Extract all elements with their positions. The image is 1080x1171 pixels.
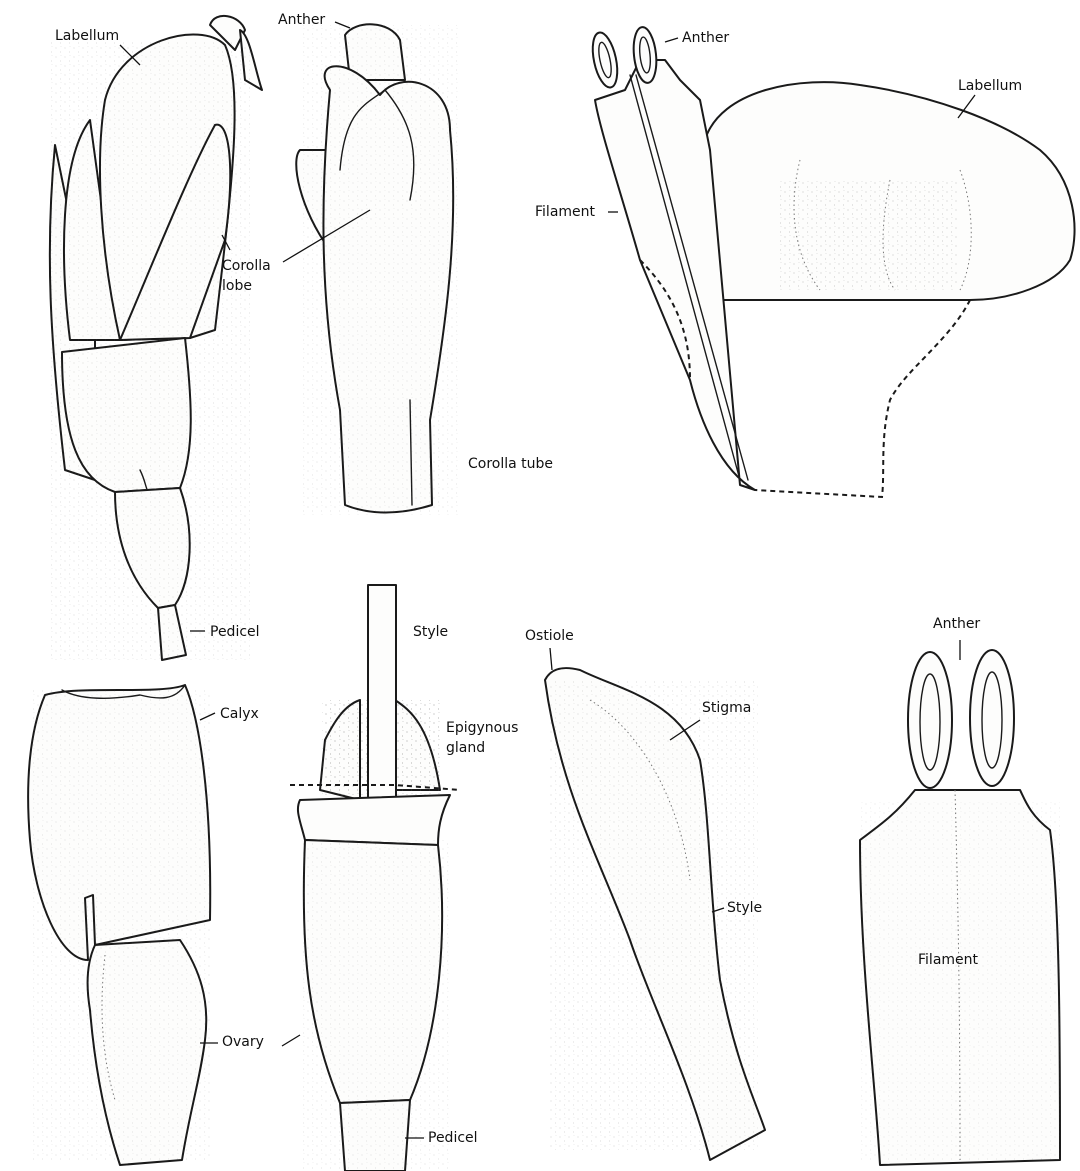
label-corolla-lobe-line2: lobe	[222, 278, 252, 294]
label-calyx: Calyx	[220, 706, 259, 722]
label-pedicel-1: Pedicel	[210, 624, 260, 640]
whole-flower-figure	[50, 16, 262, 660]
anther-filament-figure	[860, 650, 1060, 1165]
label-filament-1: Filament	[535, 204, 596, 220]
label-filament-2: Filament	[918, 952, 979, 968]
stamen-labellum-figure	[588, 26, 1074, 497]
style-gland-figure	[290, 585, 460, 1171]
label-epigynous-line2: gland	[446, 740, 485, 756]
calyx-ovary-figure	[28, 685, 210, 1165]
label-style-1: Style	[413, 624, 448, 640]
label-style-2: Style	[727, 900, 762, 916]
label-anther-2: Anther	[682, 30, 729, 46]
corolla-figure	[296, 24, 460, 515]
label-ostiole: Ostiole	[525, 628, 574, 644]
label-anther-1: Anther	[278, 12, 325, 28]
label-epigynous-line1: Epigynous	[446, 720, 518, 736]
label-corolla-lobe-line1: Corolla	[222, 258, 271, 274]
label-anther-3: Anther	[933, 616, 980, 632]
label-labellum-2: Labellum	[958, 78, 1022, 94]
label-corolla-tube: Corolla tube	[468, 456, 553, 472]
label-pedicel-2: Pedicel	[428, 1130, 478, 1146]
label-ovary: Ovary	[222, 1034, 264, 1050]
label-labellum-1: Labellum	[55, 28, 119, 44]
label-stigma: Stigma	[702, 700, 751, 716]
